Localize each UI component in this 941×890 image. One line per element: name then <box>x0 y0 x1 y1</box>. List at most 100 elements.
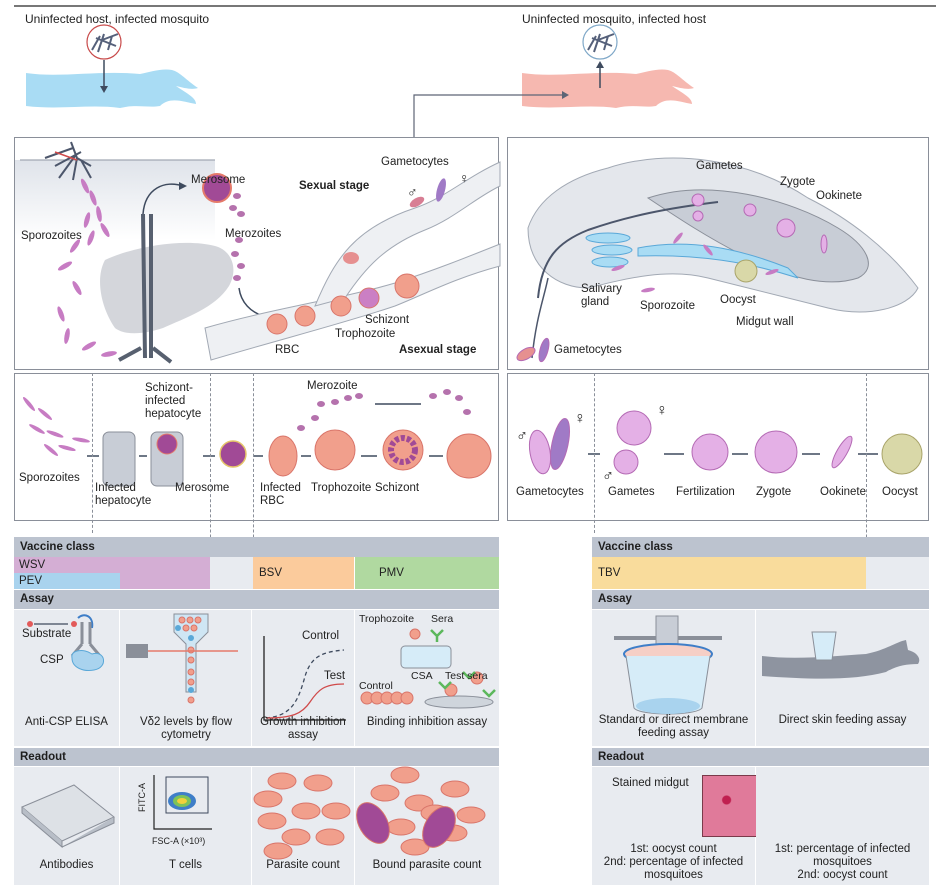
right-scenario-title: Uninfected mosquito, infected host <box>522 12 707 26</box>
vaccine-tbv-label: TBV <box>598 567 621 579</box>
stage-divider <box>92 373 93 533</box>
flow-cytometer-icon <box>126 613 238 704</box>
infected-rbc-icon <box>268 435 298 477</box>
strip-arrows <box>87 403 443 457</box>
label-trophozoite: Trophozoite <box>335 328 396 340</box>
assay-label-binding-inhibition: Binding inhibition assay <box>366 716 488 728</box>
vaccine-tbv: TBV <box>592 557 866 589</box>
male-gamete-icon <box>613 449 639 475</box>
label-cycle-zygote: Zygote <box>756 486 792 498</box>
label-cycle-oocyst: Oocyst <box>882 486 918 498</box>
label-rbc: RBC <box>275 344 300 356</box>
mosquito-infection-panel: Gametes Zygote Ookinete Salivary gland S… <box>507 137 929 370</box>
rbc-chain <box>266 178 446 335</box>
stained-midgut-label: Stained midgut <box>612 777 689 789</box>
oocyst-icon <box>734 259 758 283</box>
label-infected-hepatocyte: Infected hepatocyte <box>95 482 152 507</box>
label-strip-sporozoites: Sporozoites <box>19 472 80 484</box>
assay-label-membrane-feeding: Standard or direct membrane feeding assa… <box>598 714 749 739</box>
label-cycle-gametocytes: Gametocytes <box>516 486 584 498</box>
blood-vessel-sexual <box>314 161 501 307</box>
vaccine-wsv: WSV <box>14 557 120 573</box>
label-strip-schizont: Schizont <box>375 482 420 494</box>
stage-divider <box>210 373 211 588</box>
assay-label-skin-feeding: Direct skin feeding assay <box>778 714 907 726</box>
flow-plot-y-axis: FITC-A <box>137 783 147 812</box>
mosquito-lifecycle-illustration <box>528 410 923 475</box>
vaccine-bsv-label: BSV <box>259 567 283 579</box>
mosquito-anatomy-illustration <box>516 157 919 363</box>
assay-label-flow-cytometry: Vδ2 levels by flow cytometry <box>139 716 233 741</box>
right-vaccine-class-header: Vaccine class <box>592 537 929 557</box>
left-vaccine-class-header: Vaccine class <box>14 537 499 557</box>
readout-label-bound-parasite-count: Bound parasite count <box>372 859 482 871</box>
flow-plot-icon <box>153 775 212 830</box>
mosquito-lifecycle-strip: ♂ ♀ ♀ ♂ Gametocytes Gametes Fertilizatio… <box>507 373 929 521</box>
stage-divider <box>866 373 867 588</box>
oocyst-strip-icon <box>881 433 923 475</box>
fertilization-icon <box>691 433 729 471</box>
label-merosome: Merosome <box>191 174 246 186</box>
assay-growth-inhibition: Control Test Growth inhibition assay <box>252 610 354 746</box>
well-plate-icon <box>21 784 115 849</box>
binding-csa-label: CSA <box>411 670 433 682</box>
membrane-feeder-icon <box>614 615 722 715</box>
male-symbol-gametocytes: ♂ <box>516 428 528 445</box>
flow-plot-x-axis: FSC-A (×10³) <box>152 836 206 846</box>
label-sporozoites: Sporozoites <box>21 230 82 242</box>
label-strip-trophozoite: Trophozoite <box>311 482 372 494</box>
binding-trophozoite-label: Trophozoite <box>359 613 415 625</box>
sporozoites-group <box>57 178 117 357</box>
zygote-icon <box>754 430 798 474</box>
trophozoite-icon <box>314 429 356 471</box>
readout-membrane-line2: 2nd: percentage of infected mosquitoes <box>603 856 744 881</box>
assay-elisa: Substrate CSP Anti-CSP ELISA <box>14 610 119 746</box>
elisa-icon <box>27 614 104 671</box>
stage-divider <box>594 373 595 533</box>
label-cycle-ookinete: Ookinete <box>820 486 867 498</box>
growth-test-label: Test <box>324 670 346 682</box>
binding-control-label: Control <box>359 680 393 692</box>
label-merozoites: Merozoites <box>225 228 282 240</box>
blue-arm-illustration <box>26 24 694 146</box>
left-scenario-title: Uninfected host, infected mosquito <box>25 12 210 26</box>
salivary-gland <box>585 232 633 268</box>
label-gametes: Gametes <box>696 160 743 172</box>
female-gamete-icon <box>616 410 652 446</box>
skin-feeding-icon <box>762 631 920 679</box>
left-readout-header: Readout <box>14 748 499 766</box>
merozoites-group <box>229 193 245 281</box>
sporozoite-cells <box>611 232 779 293</box>
readout-label-parasite-count: Parasite count <box>266 859 340 871</box>
readout-parasite-count: Parasite count <box>252 767 354 885</box>
host-lifecycle-strip: Sporozoites Infected hepatocyte Schizont… <box>14 373 499 521</box>
elisa-csp-label: CSP <box>40 654 64 666</box>
host-lifecycle-illustration <box>23 389 492 487</box>
label-salivary-gland: Salivary gland <box>581 283 622 308</box>
label-gametocytes-mosquito: Gametocytes <box>554 344 622 356</box>
female-symbol: ♀ <box>459 170 470 186</box>
strip-merozoites <box>297 389 471 431</box>
mosquito-infected-icon <box>582 24 618 60</box>
assay-flow-cytometry: Vδ2 levels by flow cytometry <box>120 610 251 746</box>
female-symbol-gametocytes: ♀ <box>574 410 586 427</box>
assay-skin-feeding: Direct skin feeding assay <box>756 610 929 746</box>
panel-gametocytes <box>516 337 550 363</box>
midgut <box>646 189 869 283</box>
label-zygote: Zygote <box>780 176 816 188</box>
label-schizont: Schizont <box>365 314 410 326</box>
label-ookinete: Ookinete <box>816 190 863 202</box>
readout-membrane-line1: 1st: oocyst count <box>630 843 717 855</box>
binding-sera-label: Sera <box>431 613 454 625</box>
readout-bound-parasite-count: Bound parasite count <box>355 766 499 885</box>
label-cycle-fertilization: Fertilization <box>676 486 735 498</box>
control-curve <box>265 649 345 719</box>
vaccine-pev-label: PEV <box>19 575 43 587</box>
readout-membrane-feeding: Stained midgut 1st: oocyst count 2nd: pe… <box>592 767 822 885</box>
male-gametocyte-icon <box>528 429 552 475</box>
pink-arm <box>522 69 694 108</box>
assay-binding-inhibition: Trophozoite Sera CSA Control Test sera B… <box>355 610 499 746</box>
right-assay-header: Assay <box>592 590 929 609</box>
label-midgut-wall: Midgut wall <box>736 316 794 328</box>
vaccine-empty <box>210 557 253 589</box>
